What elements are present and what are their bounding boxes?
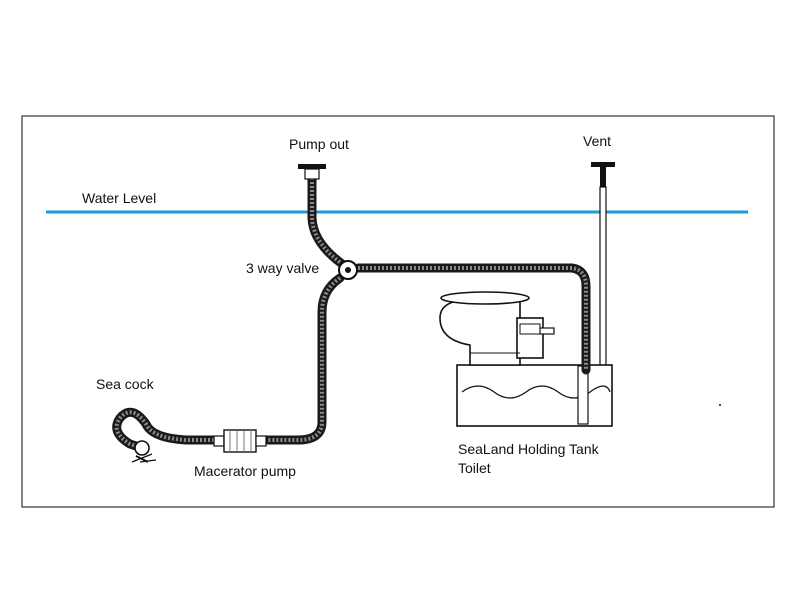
valve-to-pump-hose xyxy=(259,273,345,445)
toilet-icon xyxy=(439,291,555,366)
tank-inlet-hose xyxy=(353,263,591,375)
macerator-pump-icon xyxy=(213,429,267,453)
sea-cock-label: Sea cock xyxy=(96,376,155,392)
sea-cock-icon xyxy=(131,440,157,463)
pump-to-seacock-hose xyxy=(112,407,227,453)
water-level-label: Water Level xyxy=(82,190,156,206)
three-way-valve-icon xyxy=(338,260,358,280)
tank-liquid-wave xyxy=(461,385,611,399)
vent-pipe xyxy=(591,162,615,368)
holding-tank-label: SeaLand Holding Tank xyxy=(458,441,600,457)
stray-dot xyxy=(719,404,721,406)
vent-label: Vent xyxy=(583,133,611,149)
toilet-label: Toilet xyxy=(458,460,491,476)
hose-network xyxy=(112,173,591,453)
three-way-valve-label: 3 way valve xyxy=(246,260,319,276)
macerator-pump-label: Macerator pump xyxy=(194,463,296,479)
pump-out-label: Pump out xyxy=(289,136,349,152)
pump-out-fitting xyxy=(298,164,326,180)
diagram-frame xyxy=(21,115,775,508)
holding-tank xyxy=(456,364,613,427)
tank-dip-tube xyxy=(577,365,589,425)
